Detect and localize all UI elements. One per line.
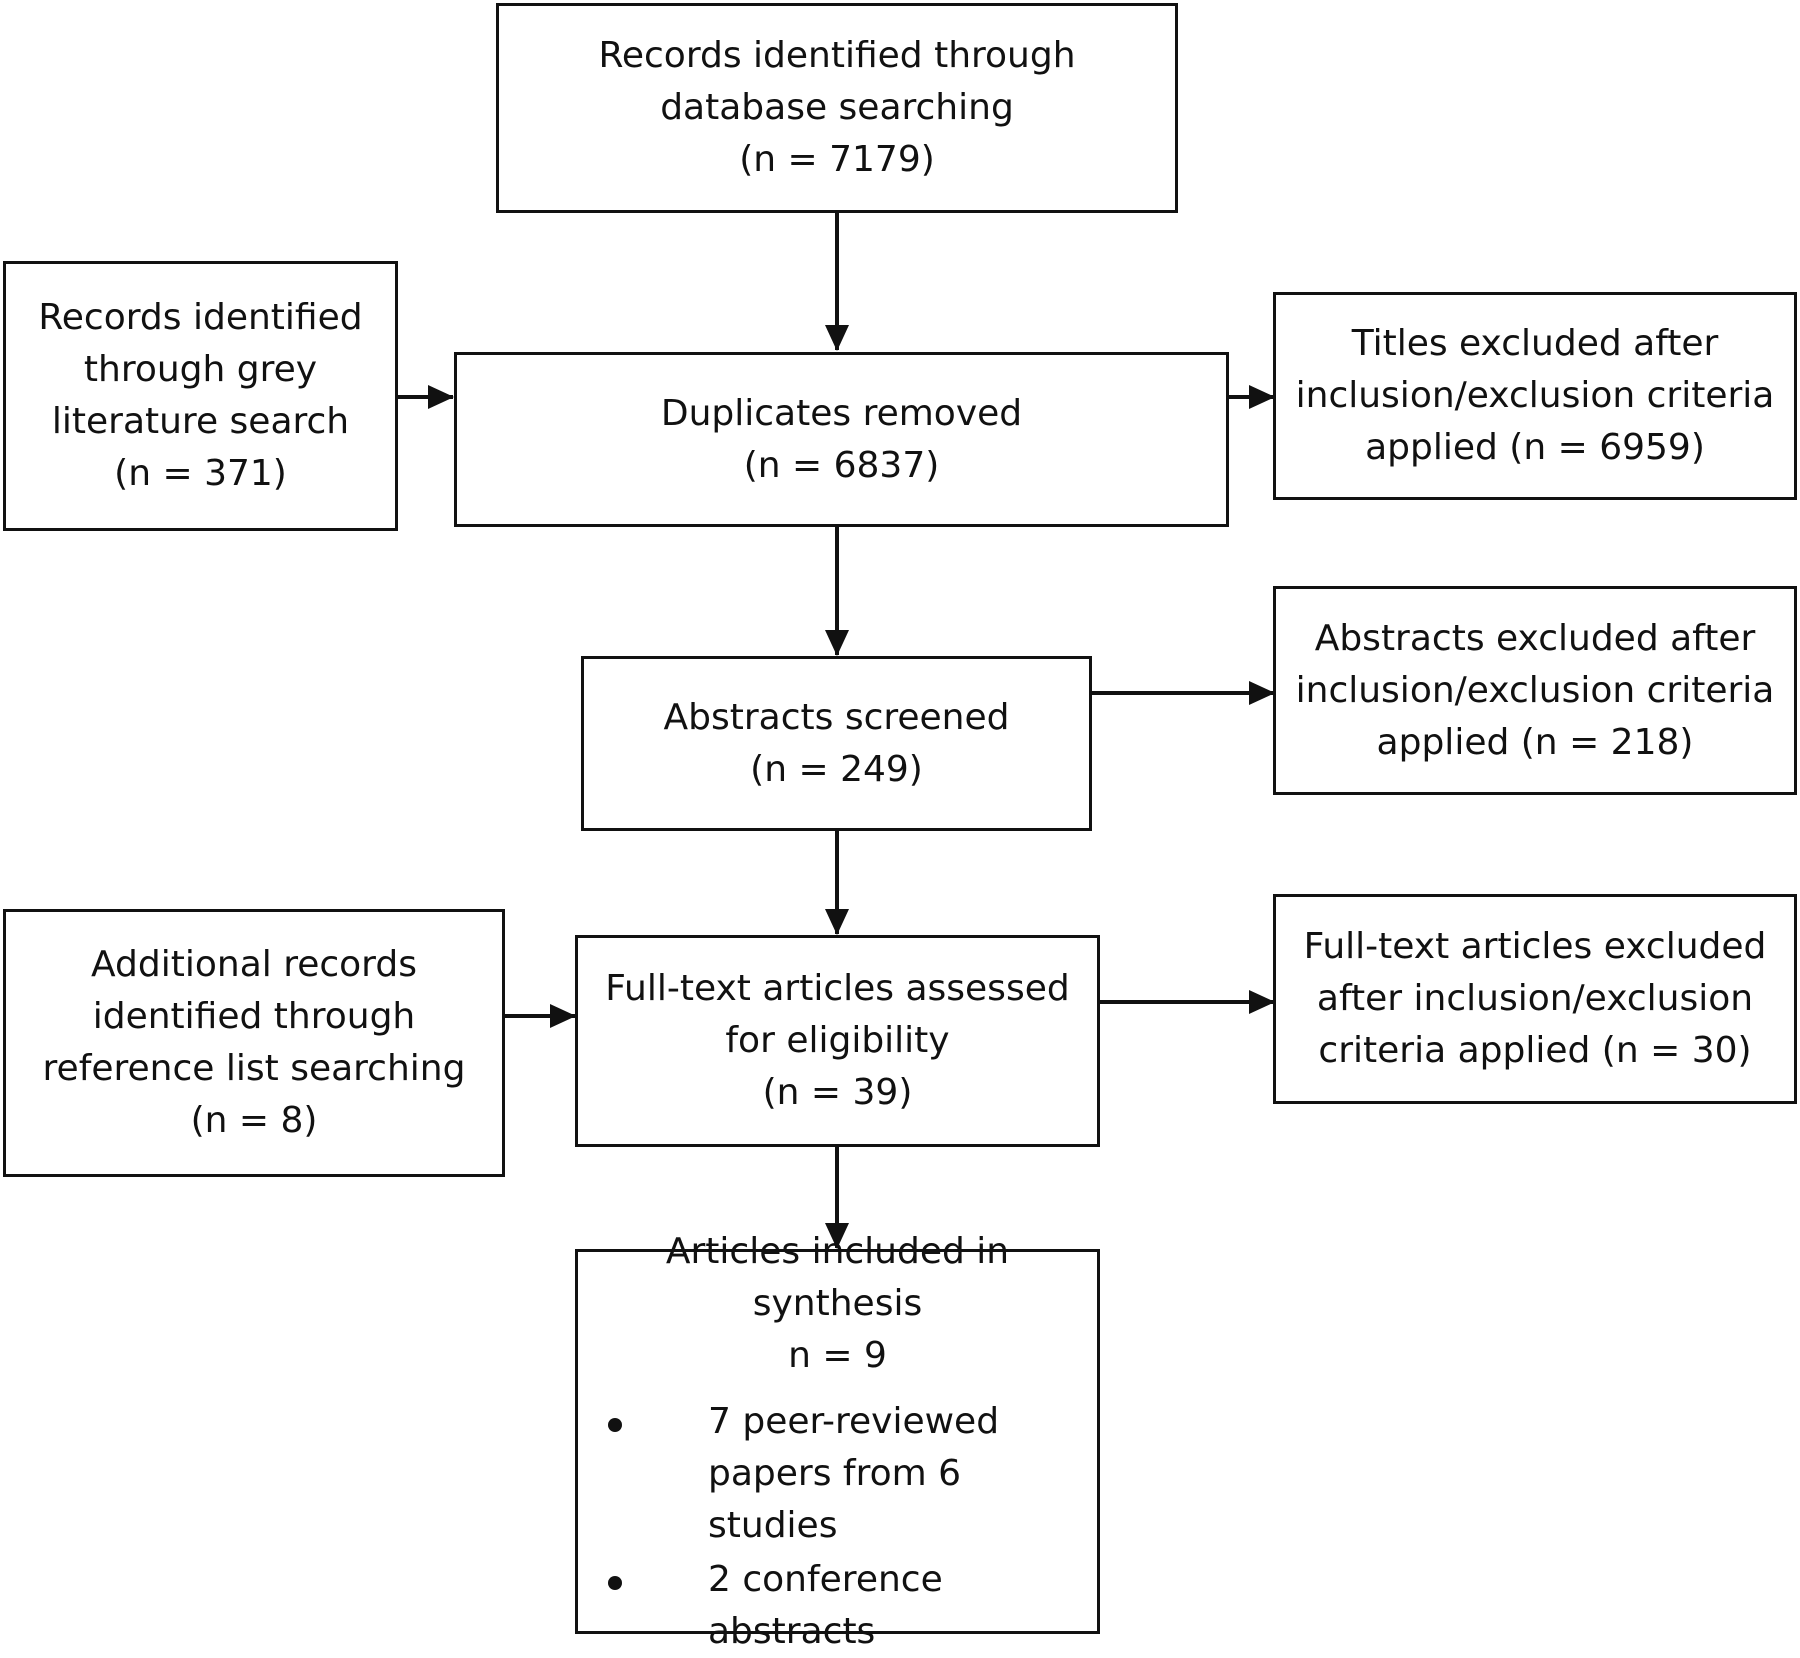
box-fulltext-excluded: Full-text articles excluded after inclus…: [1273, 894, 1797, 1104]
box-abstracts-excluded-line-3: applied (n = 218): [1376, 721, 1694, 763]
box-database-search-line-3: (n = 7179): [739, 139, 935, 180]
box-titles-excluded-line-2: inclusion/exclusion criteria: [1295, 375, 1775, 416]
box-included-synthesis: Articles included in synthesis n = 9 7 p…: [575, 1231, 1100, 1652]
box-abstracts-screened: Abstracts screened (n = 249): [581, 656, 1092, 831]
included-bullet-item: 2 conference abstracts: [608, 1554, 1097, 1658]
box-database-search-line-2: database searching: [660, 87, 1014, 128]
included-bullet-1-line-1: 7 peer-reviewed: [708, 1400, 1000, 1442]
box-titles-excluded-line-3: applied (n = 6959): [1365, 427, 1705, 468]
box-abstracts-excluded: Abstracts excluded after inclusion/exclu…: [1273, 586, 1797, 795]
box-fulltext-assessed: Full-text articles assessed for eligibil…: [575, 935, 1100, 1147]
included-bullet-list: 7 peer-reviewed papers from 6 studies 2 …: [578, 1396, 1097, 1658]
box-grey-literature-line-3: literature search: [51, 401, 350, 442]
bullet-dot-icon: [608, 1575, 622, 1590]
box-additional-records: Additional records identified through re…: [3, 909, 505, 1177]
box-titles-excluded: Titles excluded after inclusion/exclusio…: [1273, 292, 1797, 500]
box-additional-records-line-2: identified through: [92, 996, 416, 1037]
included-bullet-2-line-1: 2 conference abstracts: [708, 1558, 943, 1652]
box-database-search: Records identified through database sear…: [496, 3, 1178, 213]
box-fulltext-excluded-line-2: after inclusion/exclusion: [1316, 978, 1754, 1019]
box-grey-literature-line-4: (n = 371): [114, 453, 287, 494]
box-included-synthesis-line-3: n = 9: [788, 1334, 887, 1376]
box-additional-records-line-3: reference list searching: [42, 1048, 466, 1089]
box-included-synthesis-line-2: synthesis: [752, 1282, 923, 1324]
box-abstracts-screened-line-2: (n = 249): [750, 748, 923, 790]
box-fulltext-assessed-line-1: Full-text articles assessed: [605, 968, 1070, 1009]
box-abstracts-excluded-line-2: inclusion/exclusion criteria: [1295, 669, 1775, 711]
bullet-dot-icon: [608, 1417, 622, 1432]
box-included-synthesis-line-1: Articles included in: [665, 1230, 1010, 1272]
box-grey-literature: Records identified through grey literatu…: [3, 261, 398, 531]
box-titles-excluded-line-1: Titles excluded after: [1351, 323, 1719, 364]
box-grey-literature-line-1: Records identified: [38, 297, 363, 338]
box-abstracts-excluded-line-1: Abstracts excluded after: [1314, 617, 1756, 659]
box-additional-records-line-4: (n = 8): [190, 1100, 318, 1141]
box-additional-records-line-1: Additional records: [91, 944, 417, 985]
box-duplicates-removed-line-1: Duplicates removed: [660, 392, 1023, 434]
box-fulltext-assessed-line-3: (n = 39): [762, 1072, 913, 1113]
box-duplicates-removed-line-2: (n = 6837): [743, 444, 940, 486]
included-bullet-item: 7 peer-reviewed papers from 6 studies: [608, 1396, 1097, 1552]
box-grey-literature-line-2: through grey: [83, 349, 318, 390]
box-database-search-line-1: Records identified through: [598, 35, 1076, 76]
included-bullet-1-line-2: papers from 6 studies: [708, 1452, 962, 1546]
box-fulltext-excluded-line-1: Full-text articles excluded: [1303, 926, 1767, 967]
box-fulltext-assessed-line-2: for eligibility: [725, 1020, 950, 1061]
box-fulltext-excluded-line-3: criteria applied (n = 30): [1318, 1030, 1752, 1071]
box-abstracts-screened-line-1: Abstracts screened: [663, 696, 1010, 738]
box-duplicates-removed: Duplicates removed (n = 6837): [454, 352, 1229, 527]
